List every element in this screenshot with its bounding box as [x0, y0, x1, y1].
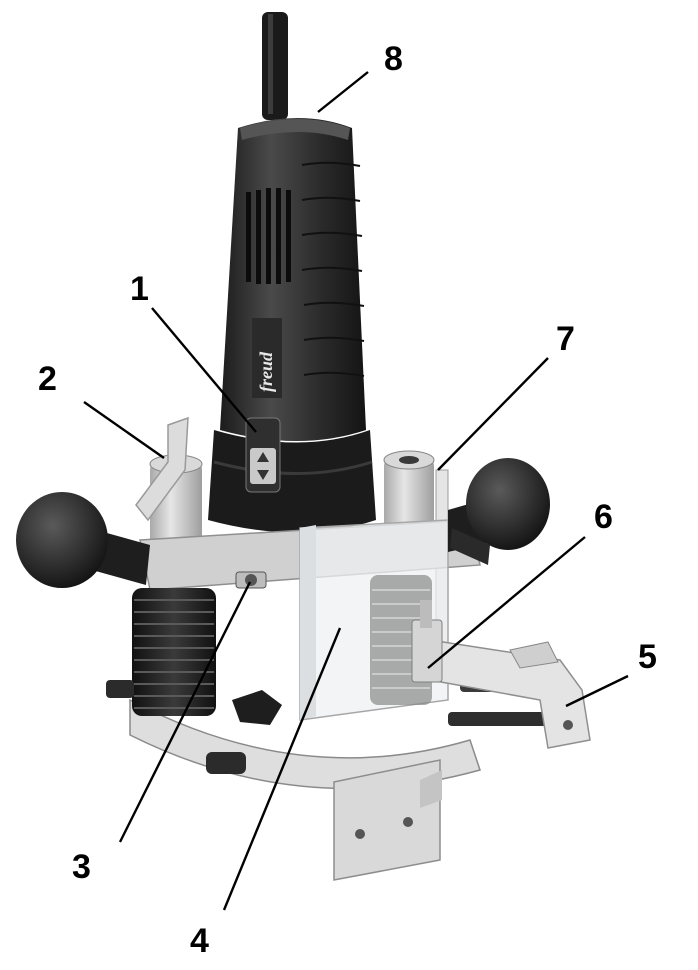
depth-stop — [411, 600, 443, 683]
leader-line-3 — [118, 581, 252, 843]
leader-line-2 — [83, 401, 165, 459]
brand-label: freud — [252, 318, 282, 398]
motor-housing: freud — [208, 118, 376, 533]
callout-3: 3 — [72, 848, 91, 886]
callout-6: 6 — [594, 498, 613, 536]
leader-line-7 — [437, 357, 549, 471]
callout-8: 8 — [384, 40, 403, 78]
leader-line-1 — [151, 307, 257, 433]
callout-5: 5 — [638, 638, 657, 676]
callout-1: 1 — [130, 270, 149, 308]
callout-4: 4 — [190, 922, 209, 960]
leader-line-5 — [565, 674, 629, 708]
leader-line-6 — [427, 536, 586, 669]
straight-guide-plate — [333, 759, 442, 881]
depth-lock-lever — [135, 416, 189, 522]
edge-guide-fence — [429, 639, 591, 749]
power-cord — [262, 12, 288, 120]
depth-lock-screw — [235, 571, 267, 589]
base-lock-knob — [106, 680, 282, 774]
leader-line-8 — [317, 71, 369, 113]
callout-2: 2 — [38, 360, 57, 398]
leader-lines — [83, 71, 629, 911]
cooling-vents — [246, 188, 291, 284]
callout-7: 7 — [556, 320, 575, 358]
left-bellows — [132, 588, 216, 716]
svg-text:freud: freud — [256, 351, 276, 392]
power-switch — [245, 417, 281, 493]
leader-line-4 — [222, 627, 342, 911]
right-handle-knob — [448, 458, 550, 565]
left-handle-knob — [16, 492, 150, 588]
